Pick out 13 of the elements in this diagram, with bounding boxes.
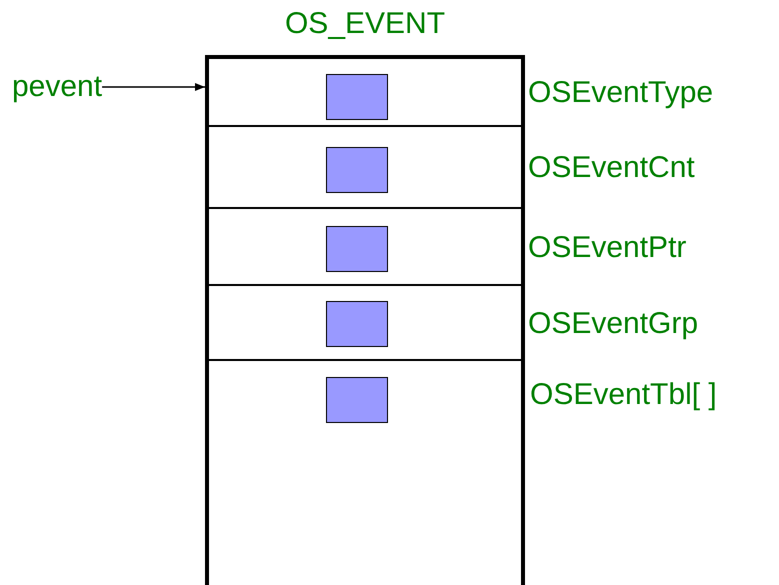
- pointer-label: pevent: [12, 70, 102, 104]
- field-name: OSEventPtr: [528, 230, 686, 264]
- field-name: OSEventType: [528, 76, 714, 110]
- field-name: OSEventTbl[ ]: [530, 378, 717, 412]
- field-value-box: [326, 301, 388, 347]
- field-value-box: [326, 377, 388, 423]
- field-value-box: [326, 147, 388, 193]
- struct-title: OS_EVENT: [284, 7, 446, 41]
- field-name: OSEventCnt: [528, 151, 695, 185]
- field-value-box: [326, 74, 388, 120]
- arrow: [102, 83, 205, 91]
- field-value-box: [326, 226, 388, 272]
- field-name: OSEventGrp: [528, 306, 698, 340]
